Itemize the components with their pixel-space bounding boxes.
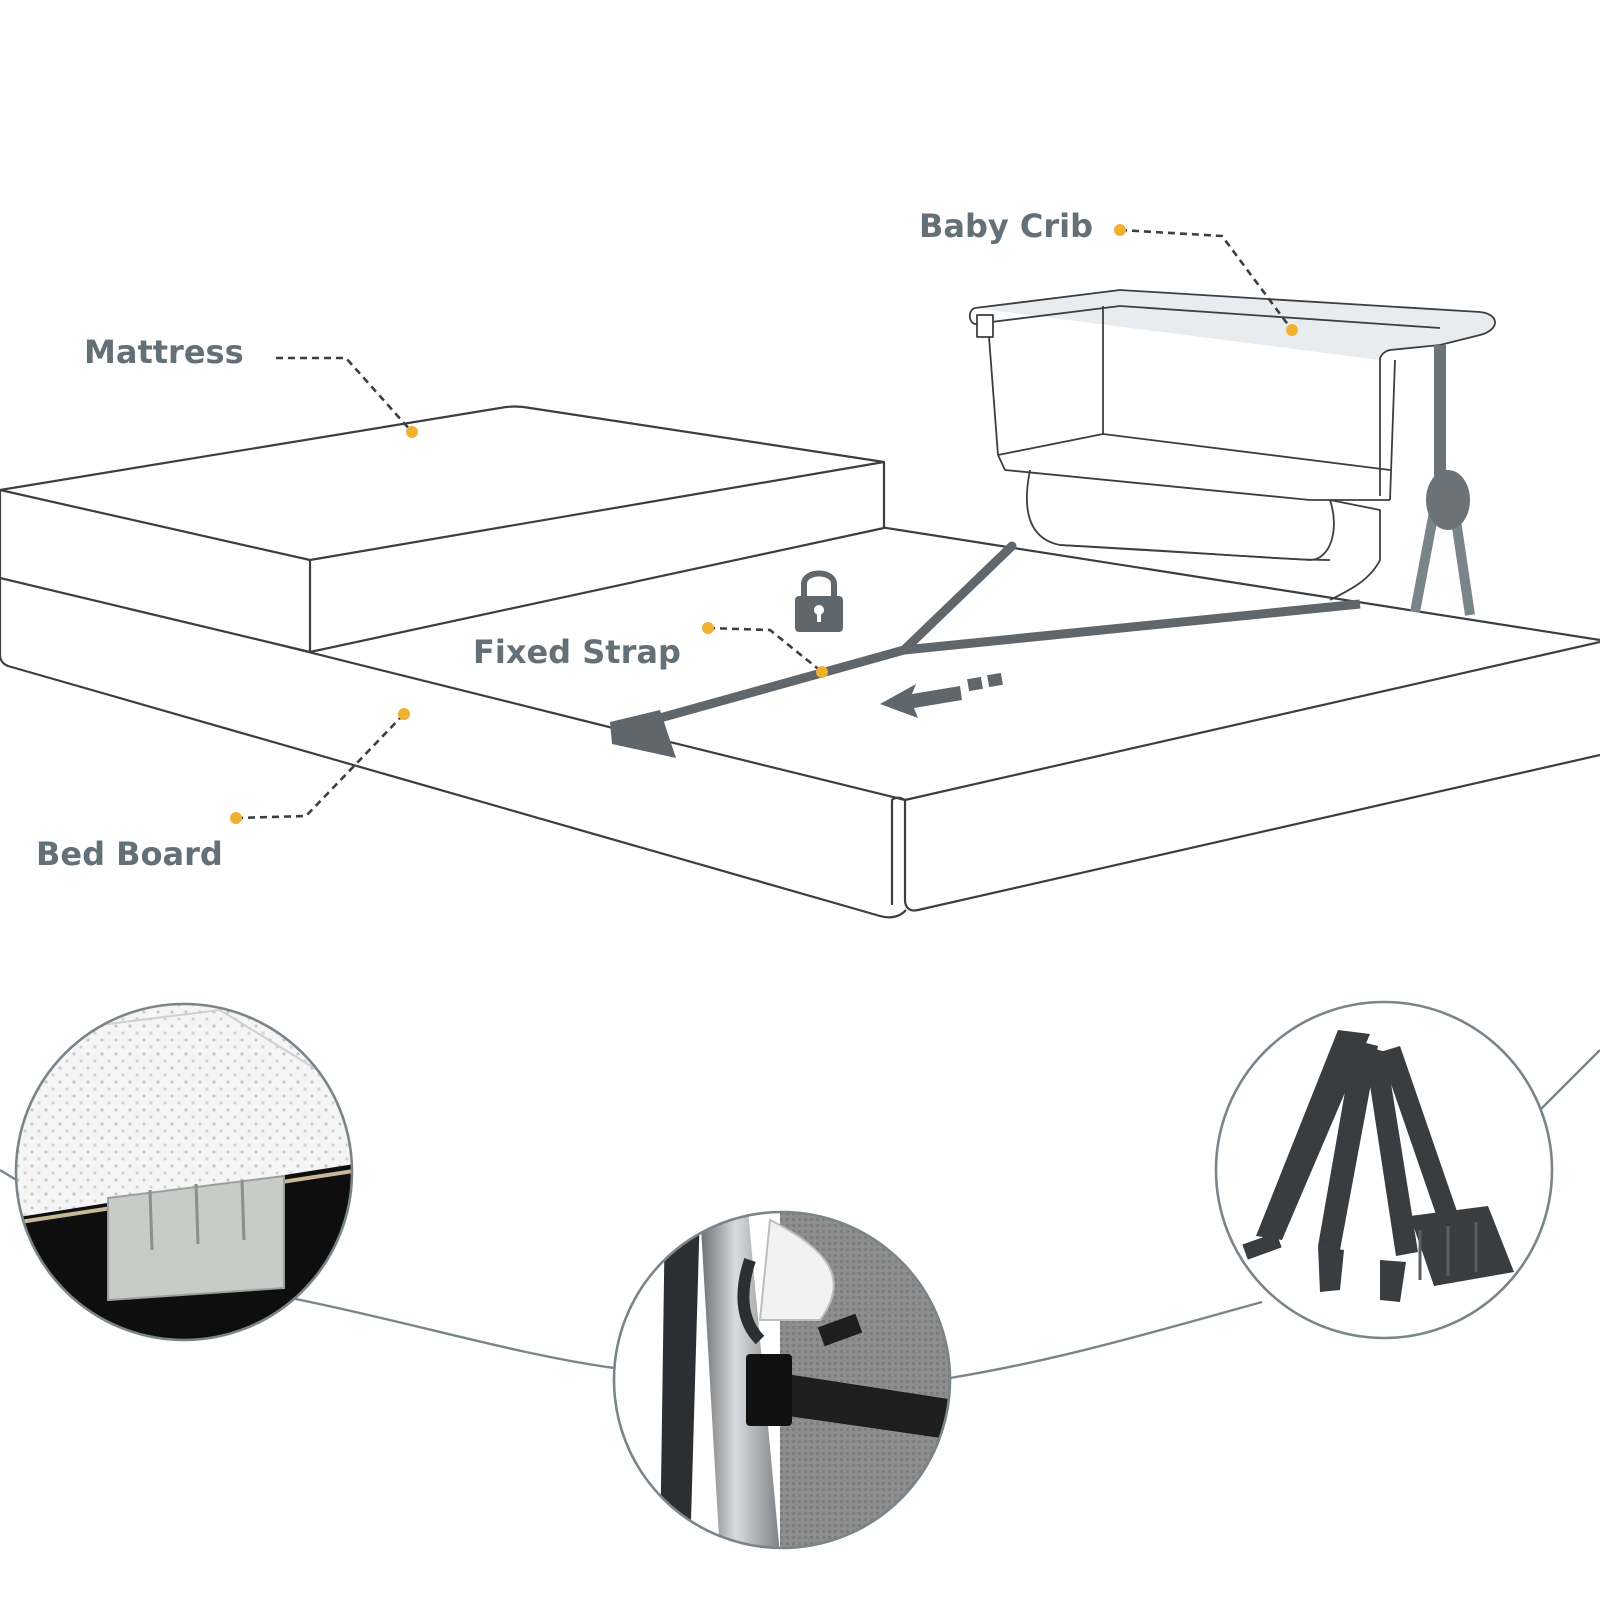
label-baby-crib: Baby Crib — [919, 207, 1094, 245]
detail-crib-leg-strap — [612, 1210, 952, 1550]
detail-mattress-hook — [14, 1002, 354, 1342]
label-bed-board: Bed Board — [36, 835, 223, 873]
lock-icon — [795, 570, 843, 632]
callout-leader-lines — [235, 228, 1294, 820]
baby-crib — [968, 289, 1496, 616]
label-mattress: Mattress — [84, 333, 244, 371]
label-fixed-strap: Fixed Strap — [473, 633, 681, 671]
fixed-strap — [610, 541, 1361, 758]
mattress — [0, 405, 886, 654]
callout-dots — [230, 224, 1298, 824]
detail-strap-set — [1214, 1000, 1554, 1340]
arrow-left-icon — [880, 672, 1003, 718]
